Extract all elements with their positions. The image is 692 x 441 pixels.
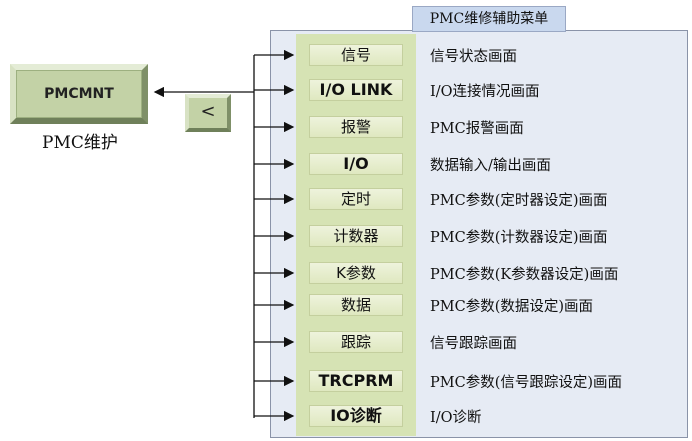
return-softkey[interactable]: < [185,94,231,132]
panel-title: PMC维修辅助菜单 [412,6,566,32]
pmc-maintenance-caption: PMC维护 [42,133,118,153]
softkey-6[interactable]: K参数 [309,262,403,284]
menu-description-6: PMC参数(K参数器设定)画面 [430,267,619,283]
softkey-0[interactable]: 信号 [309,44,403,66]
softkey-10[interactable]: IO诊断 [309,405,403,427]
pmcmnt-label: PMCMNT [16,70,142,118]
softkey-9[interactable]: TRCPRM [309,370,403,392]
softkey-1[interactable]: I/O LINK [309,79,403,101]
menu-description-10: I/O诊断 [430,410,482,426]
menu-description-5: PMC参数(计数器设定)画面 [430,230,608,246]
softkey-2[interactable]: 报警 [309,116,403,138]
softkey-3[interactable]: I/O [309,153,403,175]
softkey-8[interactable]: 跟踪 [309,331,403,353]
menu-description-4: PMC参数(定时器设定)画面 [430,193,608,209]
menu-description-8: 信号跟踪画面 [430,336,517,352]
softkey-5[interactable]: 计数器 [309,225,403,247]
softkey-4[interactable]: 定时 [309,188,403,210]
menu-description-9: PMC参数(信号跟踪设定)画面 [430,375,623,391]
pmcmnt-softkey[interactable]: PMCMNT [10,64,148,124]
menu-description-3: 数据输入/输出画面 [430,158,551,174]
menu-description-7: PMC参数(数据设定)画面 [430,299,594,315]
menu-description-2: PMC报警画面 [430,121,524,137]
menu-description-1: I/O连接情况画面 [430,84,540,100]
menu-description-0: 信号状态画面 [430,49,517,65]
softkey-7[interactable]: 数据 [309,294,403,316]
